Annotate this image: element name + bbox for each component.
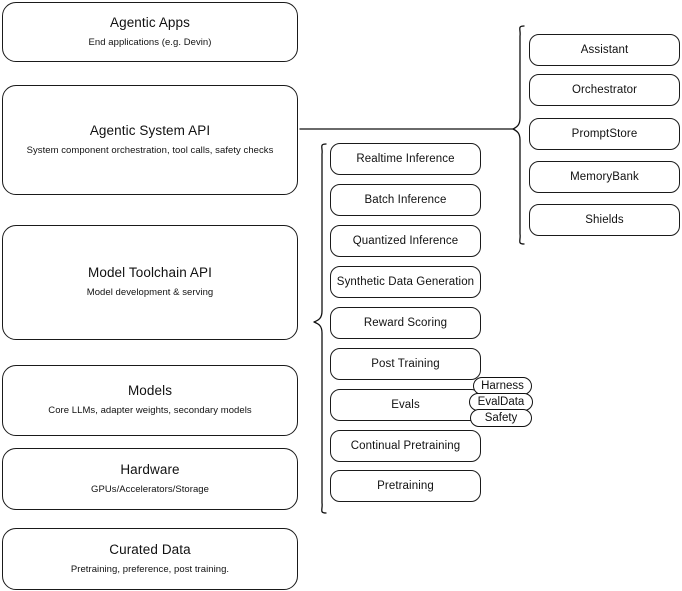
- layer-hardware[interactable]: Hardware GPUs/Accelerators/Storage: [2, 448, 298, 510]
- component-label: Post Training: [371, 357, 440, 370]
- layer-subtitle: System component orchestration, tool cal…: [26, 144, 274, 156]
- component-label: Realtime Inference: [356, 152, 455, 165]
- layer-title: Models: [127, 383, 173, 399]
- layer-subtitle: GPUs/Accelerators/Storage: [91, 483, 209, 495]
- layer-model-toolchain-api[interactable]: Model Toolchain API Model development & …: [2, 225, 298, 340]
- layer-subtitle: Core LLMs, adapter weights, secondary mo…: [48, 405, 252, 417]
- layer-subtitle: End applications (e.g. Devin): [88, 36, 212, 48]
- component-label: Shields: [585, 213, 624, 226]
- component-evals[interactable]: Evals: [330, 389, 481, 421]
- component-label: Orchestrator: [571, 83, 638, 96]
- brace-toolchain-components: [313, 143, 327, 514]
- component-label: Quantized Inference: [352, 234, 459, 247]
- layer-title: Model Toolchain API: [88, 265, 212, 281]
- component-label: Pretraining: [377, 479, 434, 492]
- layer-title: Hardware: [120, 461, 180, 477]
- component-label: PromptStore: [571, 127, 638, 140]
- badge-safety[interactable]: Safety: [470, 409, 532, 427]
- component-label: Assistant: [580, 43, 629, 56]
- component-label: Continual Pretraining: [350, 439, 461, 452]
- component-continual-pretraining[interactable]: Continual Pretraining: [330, 430, 481, 462]
- layer-title: Agentic System API: [89, 122, 211, 138]
- component-shields[interactable]: Shields: [529, 204, 680, 236]
- component-memorybank[interactable]: MemoryBank: [529, 161, 680, 193]
- layer-agentic-apps[interactable]: Agentic Apps End applications (e.g. Devi…: [2, 2, 298, 62]
- component-post-training[interactable]: Post Training: [330, 348, 481, 380]
- component-label: Evals: [391, 398, 420, 411]
- component-label: MemoryBank: [570, 170, 639, 183]
- layer-title: Agentic Apps: [109, 14, 190, 30]
- brace-system-components: [512, 25, 525, 245]
- component-batch-inference[interactable]: Batch Inference: [330, 184, 481, 216]
- layer-subtitle: Model development & serving: [86, 287, 214, 299]
- component-realtime-inference[interactable]: Realtime Inference: [330, 143, 481, 175]
- component-orchestrator[interactable]: Orchestrator: [529, 74, 680, 106]
- layer-subtitle: Pretraining, preference, post training.: [70, 563, 230, 575]
- component-promptstore[interactable]: PromptStore: [529, 118, 680, 150]
- component-synthetic-data-generation[interactable]: Synthetic Data Generation: [330, 266, 481, 298]
- component-label: Synthetic Data Generation: [336, 275, 475, 288]
- layer-curated-data[interactable]: Curated Data Pretraining, preference, po…: [2, 528, 298, 590]
- component-reward-scoring[interactable]: Reward Scoring: [330, 307, 481, 339]
- component-label: Batch Inference: [364, 193, 447, 206]
- layer-models[interactable]: Models Core LLMs, adapter weights, secon…: [2, 365, 298, 436]
- component-label: Reward Scoring: [363, 316, 448, 329]
- layer-title: Curated Data: [109, 541, 191, 557]
- layer-agentic-system-api[interactable]: Agentic System API System component orch…: [2, 85, 298, 195]
- component-pretraining[interactable]: Pretraining: [330, 470, 481, 502]
- component-assistant[interactable]: Assistant: [529, 34, 680, 66]
- component-quantized-inference[interactable]: Quantized Inference: [330, 225, 481, 257]
